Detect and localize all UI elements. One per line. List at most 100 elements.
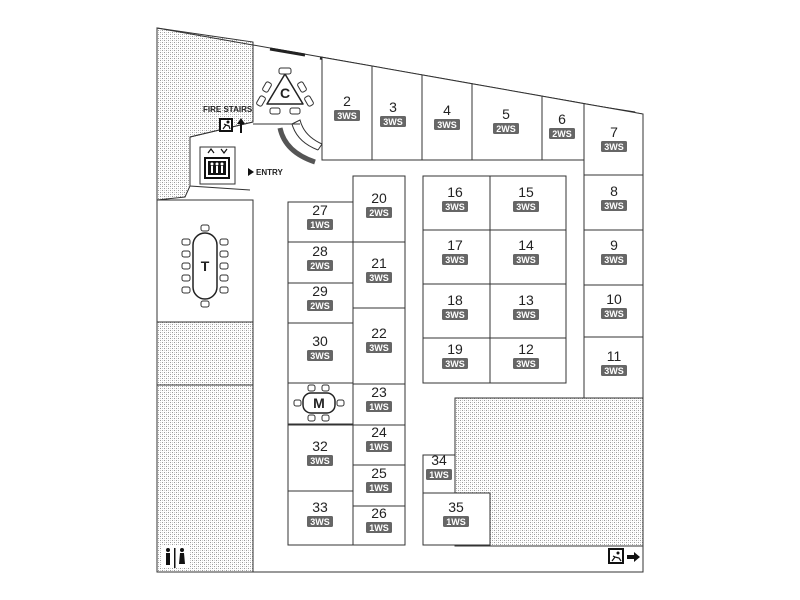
- entry-arrow-icon: [248, 168, 254, 176]
- office-number: 16: [447, 184, 463, 200]
- workstation-badge: [513, 201, 539, 212]
- office-number: 20: [371, 190, 387, 206]
- running-man-exit-icon: [219, 118, 233, 132]
- workstation-count: 2WS: [496, 124, 516, 134]
- workstation-badge: [307, 350, 333, 361]
- workstation-count: 3WS: [369, 273, 389, 283]
- workstation-count: 2WS: [369, 208, 389, 218]
- workstation-badge: [366, 441, 392, 452]
- workstation-count: 3WS: [604, 255, 624, 265]
- workstation-count: 3WS: [445, 202, 465, 212]
- workstation-count: 3WS: [437, 120, 457, 130]
- office-number: 7: [610, 124, 618, 140]
- conference-room-label: C: [280, 85, 290, 101]
- workstation-badge: [366, 482, 392, 493]
- workstation-badge: [307, 260, 333, 271]
- workstation-count: 3WS: [383, 117, 403, 127]
- fire-stairs: FIRE STAIRS: [203, 105, 253, 133]
- workstation-count: 3WS: [516, 359, 536, 369]
- workstation-count: 3WS: [310, 517, 330, 527]
- workstation-badge: [549, 128, 575, 139]
- workstation-count: 3WS: [516, 310, 536, 320]
- lift-icon: [204, 148, 230, 179]
- meeting-room-label: M: [313, 395, 325, 411]
- office-number: 5: [502, 106, 510, 122]
- workstation-badge: [307, 516, 333, 527]
- entry-label: ENTRY: [256, 168, 283, 177]
- workstation-badge: [493, 123, 519, 134]
- conference-room: C: [256, 67, 314, 115]
- workstation-badge: [601, 308, 627, 319]
- office-number: 34: [431, 452, 447, 468]
- workstation-badge: [442, 309, 468, 320]
- office-number: 14: [518, 237, 534, 253]
- workstation-badge: [307, 455, 333, 466]
- workstation-count: 2WS: [552, 129, 572, 139]
- workstation-count: 3WS: [310, 351, 330, 361]
- workstation-count: 2WS: [310, 261, 330, 271]
- office-number: 29: [312, 283, 328, 299]
- office-number: 13: [518, 292, 534, 308]
- workstation-badge: [513, 358, 539, 369]
- office-number: 26: [371, 505, 387, 521]
- workstation-badge: [307, 219, 333, 230]
- workstation-count: 1WS: [310, 220, 330, 230]
- workstation-count: 3WS: [604, 201, 624, 211]
- workstation-count: 3WS: [604, 142, 624, 152]
- office-number: 21: [371, 255, 387, 271]
- workstation-badge: [442, 254, 468, 265]
- arrow-right-icon: [627, 552, 640, 562]
- workstation-count: 3WS: [310, 456, 330, 466]
- workstation-count: 3WS: [445, 255, 465, 265]
- workstation-count: 3WS: [445, 310, 465, 320]
- workstation-count: 3WS: [516, 202, 536, 212]
- office-number: 24: [371, 424, 387, 440]
- meeting-room: M: [287, 382, 354, 425]
- office-number: 30: [312, 333, 328, 349]
- office-number: 28: [312, 243, 328, 259]
- office-number: 23: [371, 384, 387, 400]
- workstation-badge: [366, 342, 392, 353]
- office-number: 2: [343, 93, 351, 109]
- reception-desk: [277, 119, 323, 165]
- workstation-count: 1WS: [369, 483, 389, 493]
- workstation-count: 1WS: [446, 517, 466, 527]
- workstation-count: 1WS: [429, 470, 449, 480]
- workstation-count: 3WS: [445, 359, 465, 369]
- workstation-count: 3WS: [604, 309, 624, 319]
